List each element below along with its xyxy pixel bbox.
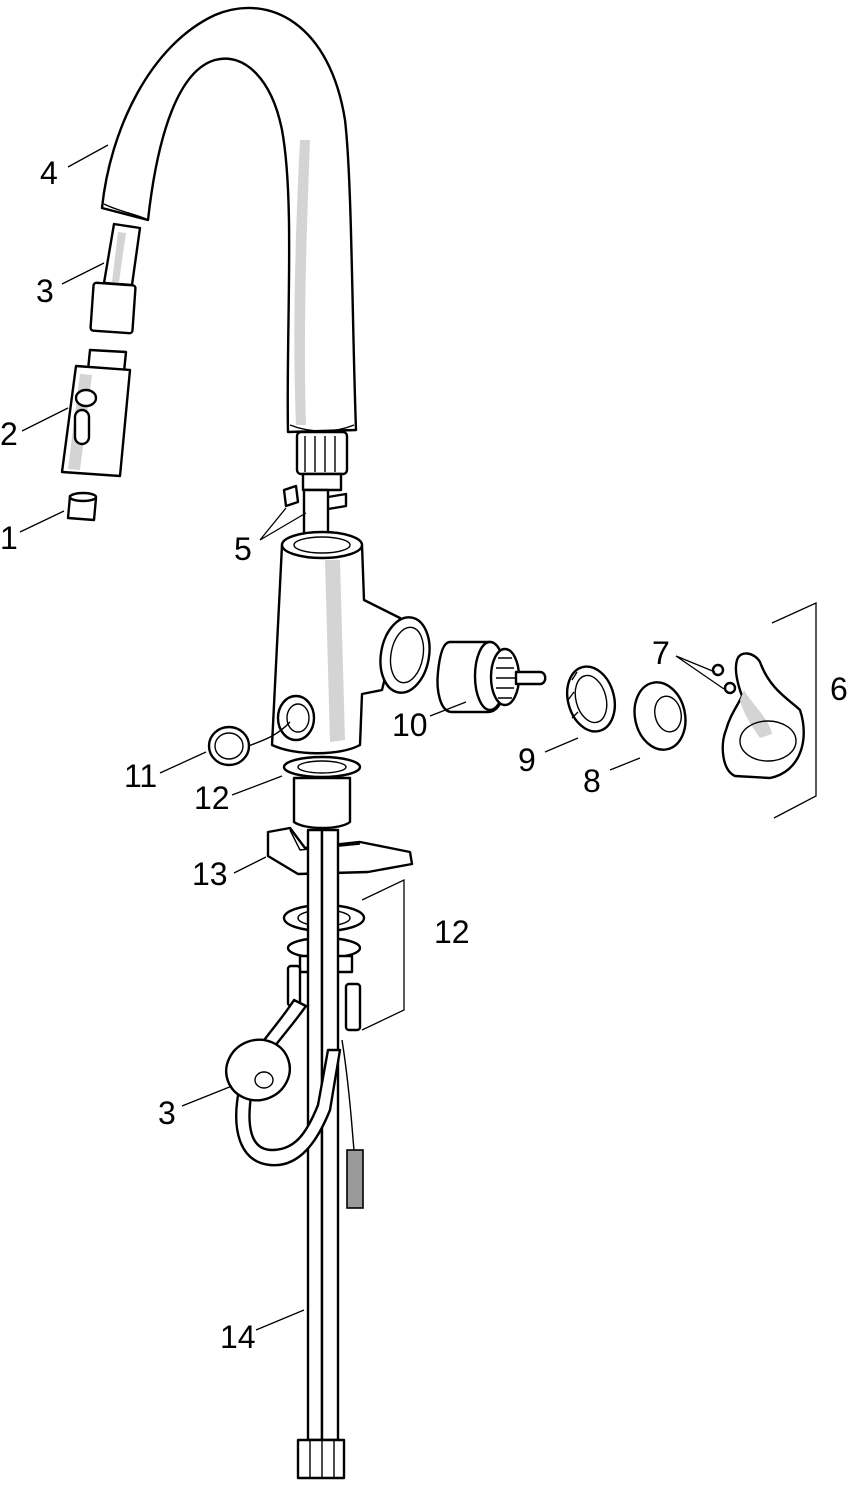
faucet-body-part — [270, 530, 431, 755]
bonnet-nut-part — [565, 665, 617, 733]
cap-plug-part — [207, 721, 291, 767]
label-mounting-hardware: 12 — [434, 914, 470, 950]
label-clips: 5 — [234, 531, 252, 567]
hose-upper-part — [89, 222, 142, 335]
label-aerator: 1 — [0, 520, 18, 556]
set-screws-part — [711, 663, 737, 695]
label-cartridge: 10 — [392, 707, 428, 743]
cartridge-part — [436, 640, 547, 714]
label-escutcheon-cap: 8 — [583, 763, 601, 799]
mounting-bracket-part — [266, 826, 414, 876]
label-cap-plug: 11 — [124, 758, 157, 794]
label-set-screws: 7 — [652, 635, 670, 671]
gasket-shank-part — [282, 755, 362, 830]
spray-head-part — [60, 348, 132, 478]
label-hose-connector-top: 3 — [36, 273, 54, 309]
label-handle-set: 6 — [830, 671, 848, 707]
label-spout: 4 — [40, 155, 58, 191]
label-mounting-bracket: 13 — [192, 856, 228, 892]
handle-part — [721, 652, 805, 780]
label-spray-head: 2 — [0, 416, 18, 452]
label-hose-weight: 3 — [158, 1095, 176, 1131]
aerator-part — [66, 491, 98, 522]
spout-nut-part — [295, 430, 349, 492]
leader-lines — [19, 144, 725, 1331]
escutcheon-cap-part — [633, 681, 687, 751]
label-supply-hoses: 14 — [220, 1319, 256, 1355]
label-bonnet-nut: 9 — [518, 742, 536, 778]
label-gasket-top: 12 — [194, 780, 230, 816]
hose-weight-part — [225, 998, 342, 1167]
spout-part — [100, 6, 358, 434]
